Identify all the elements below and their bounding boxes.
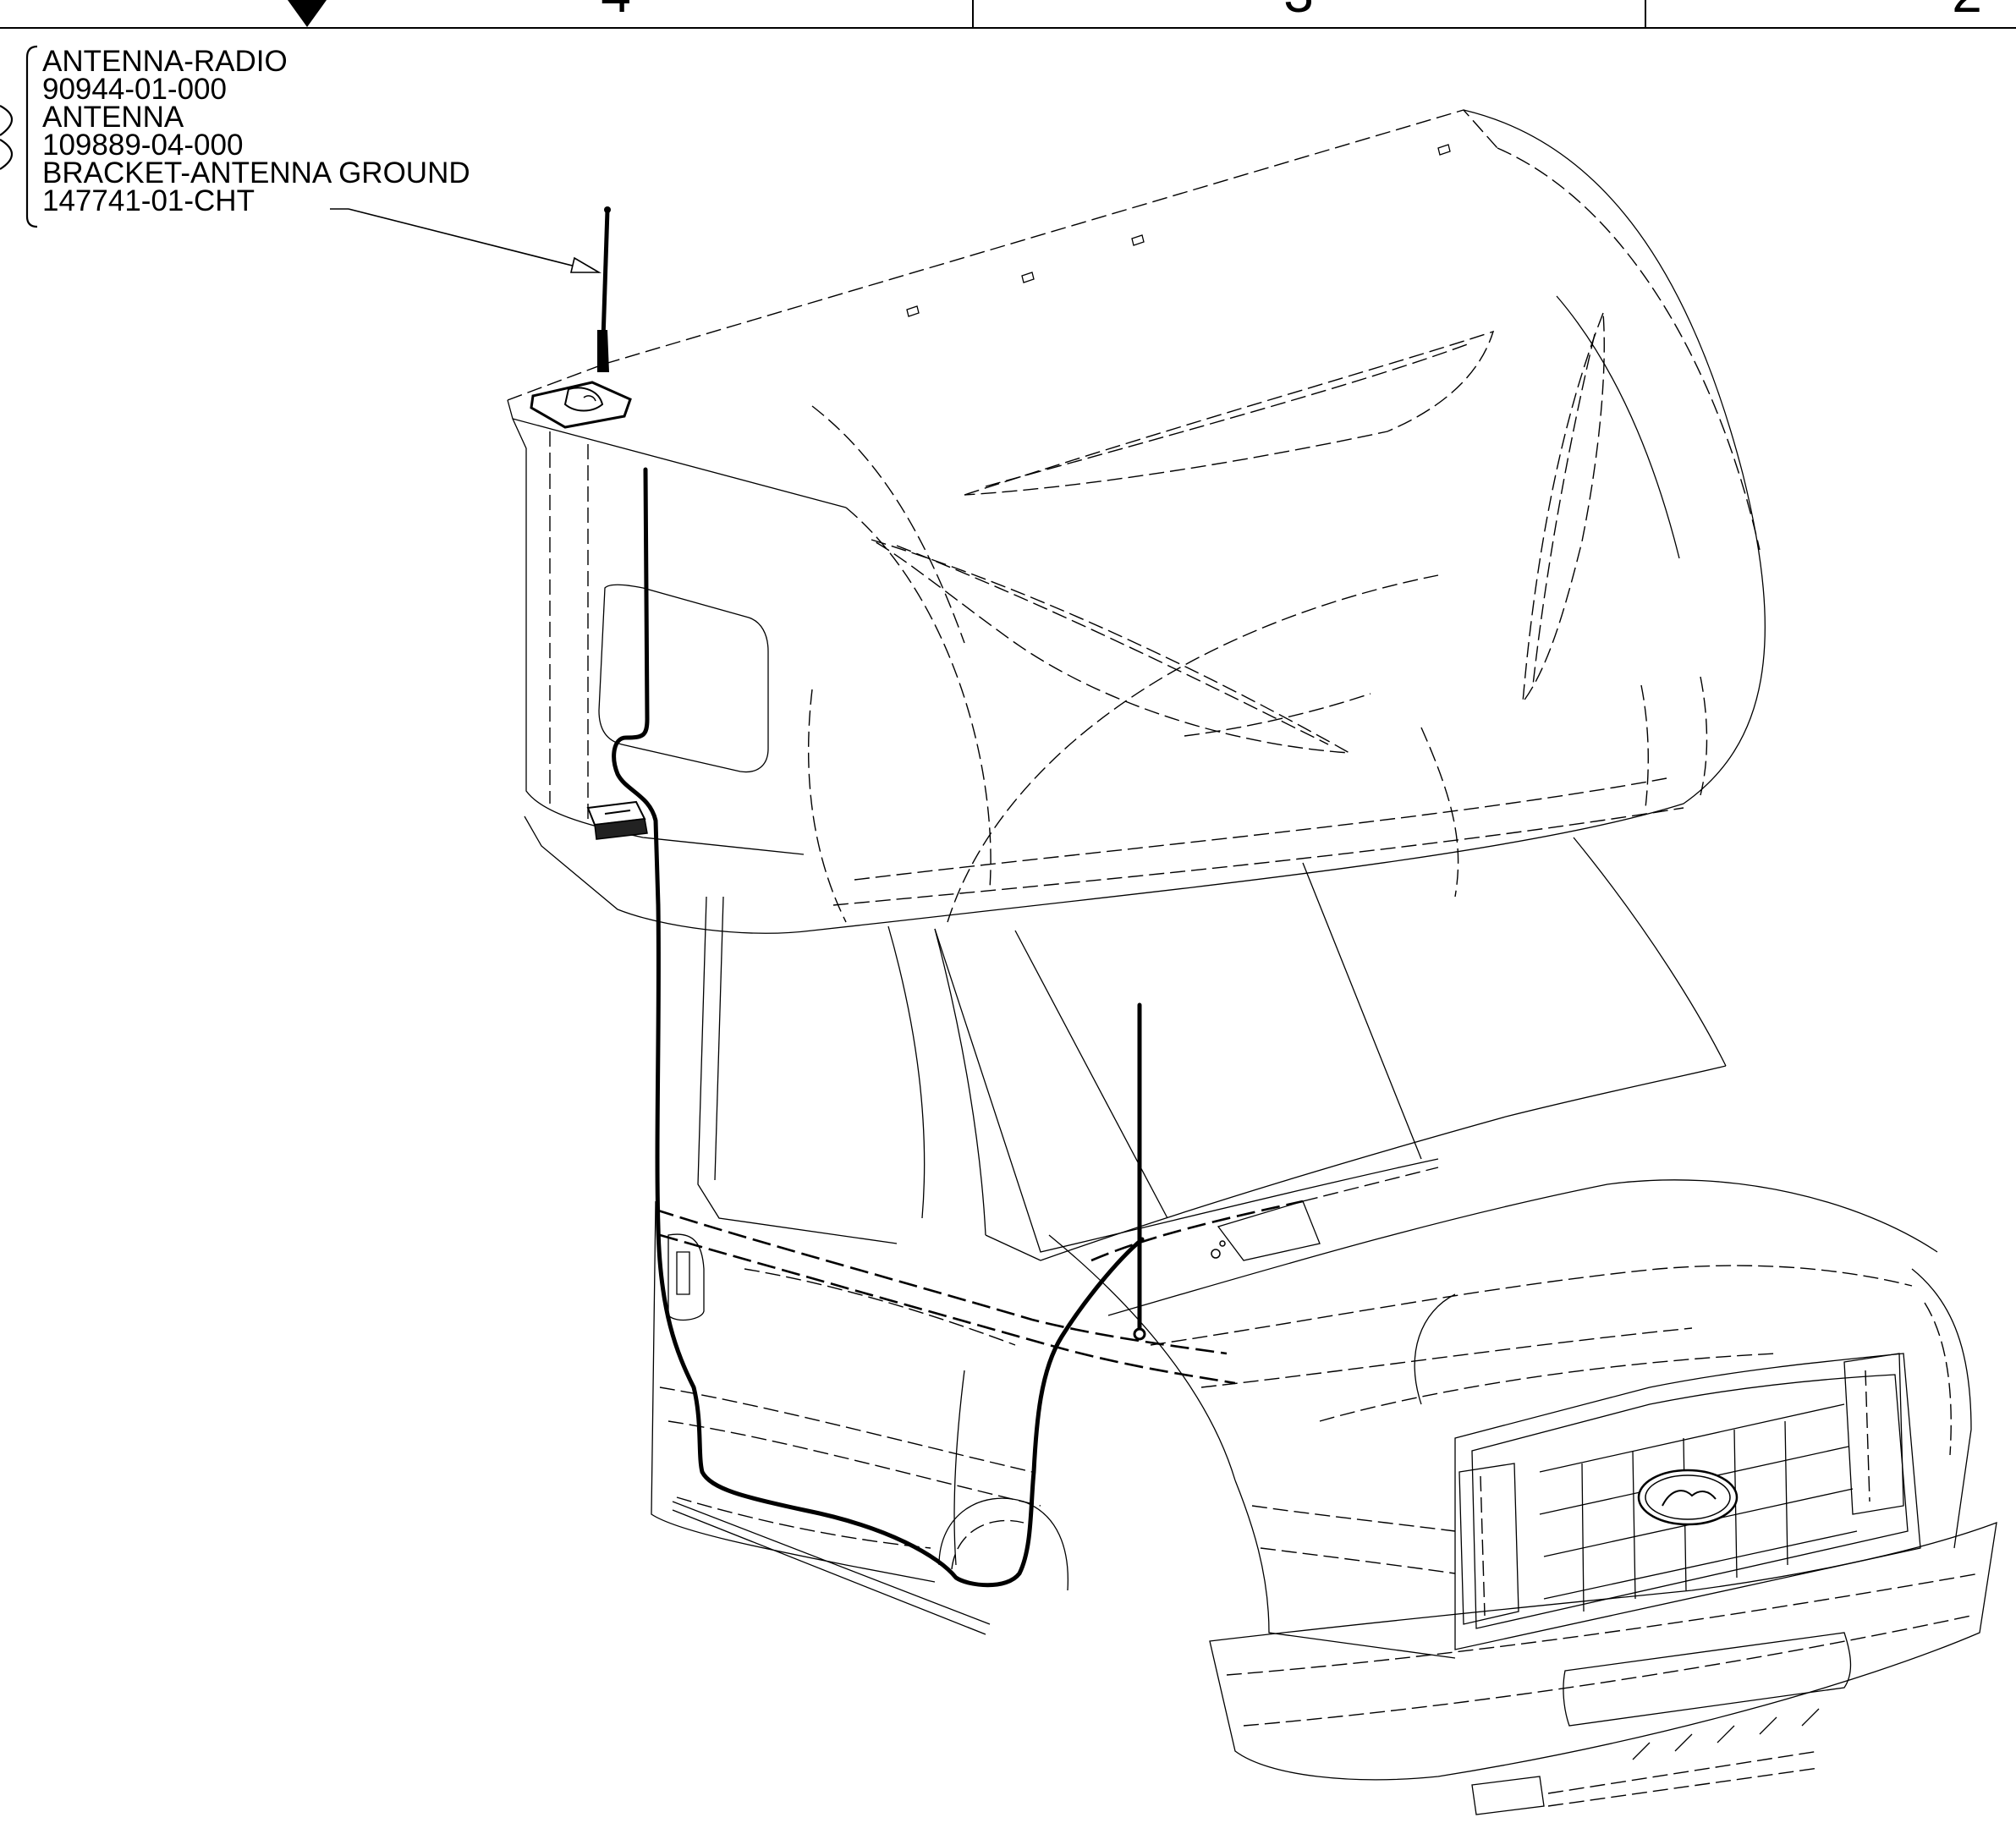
part-callout: ANTENNA-RADIO 90944-01-000 ANTENNA 10988… [0,45,602,273]
rv-cabover-shell [507,109,1766,934]
callout-line-5: BRACKET-ANTENNA GROUND [42,156,470,189]
callout-line-4: 109889-04-000 [42,129,243,162]
callout-line-1: ANTENNA-RADIO [42,45,288,78]
cable-connector-icon [1133,1327,1146,1341]
callout-line-2: 90944-01-000 [42,73,227,106]
section-arrow-icon [288,0,327,27]
ford-oval-emblem [1637,1469,1739,1526]
zone-number-3: 3 [1283,0,1314,24]
callout-bracket [25,45,38,228]
headlight-right [1843,1353,1904,1515]
zone-number-2: 2 [1952,0,1982,24]
callout-line-6: 147741-01-CHT [42,184,255,217]
van-cab [651,837,1997,1815]
callout-balloon-left-1 [0,105,14,136]
antenna-cable [612,467,1145,1588]
front-bumper [1209,1522,1997,1781]
headlight-left [1458,1463,1519,1625]
leader-arrowhead-icon [569,256,602,273]
callout-line-3: ANTENNA [42,101,184,134]
antenna-assembly [530,206,632,429]
zone-number-4: 4 [601,0,631,24]
callout-balloon-left-2 [0,139,14,170]
title-strip: 4 3 2 [0,0,2016,29]
